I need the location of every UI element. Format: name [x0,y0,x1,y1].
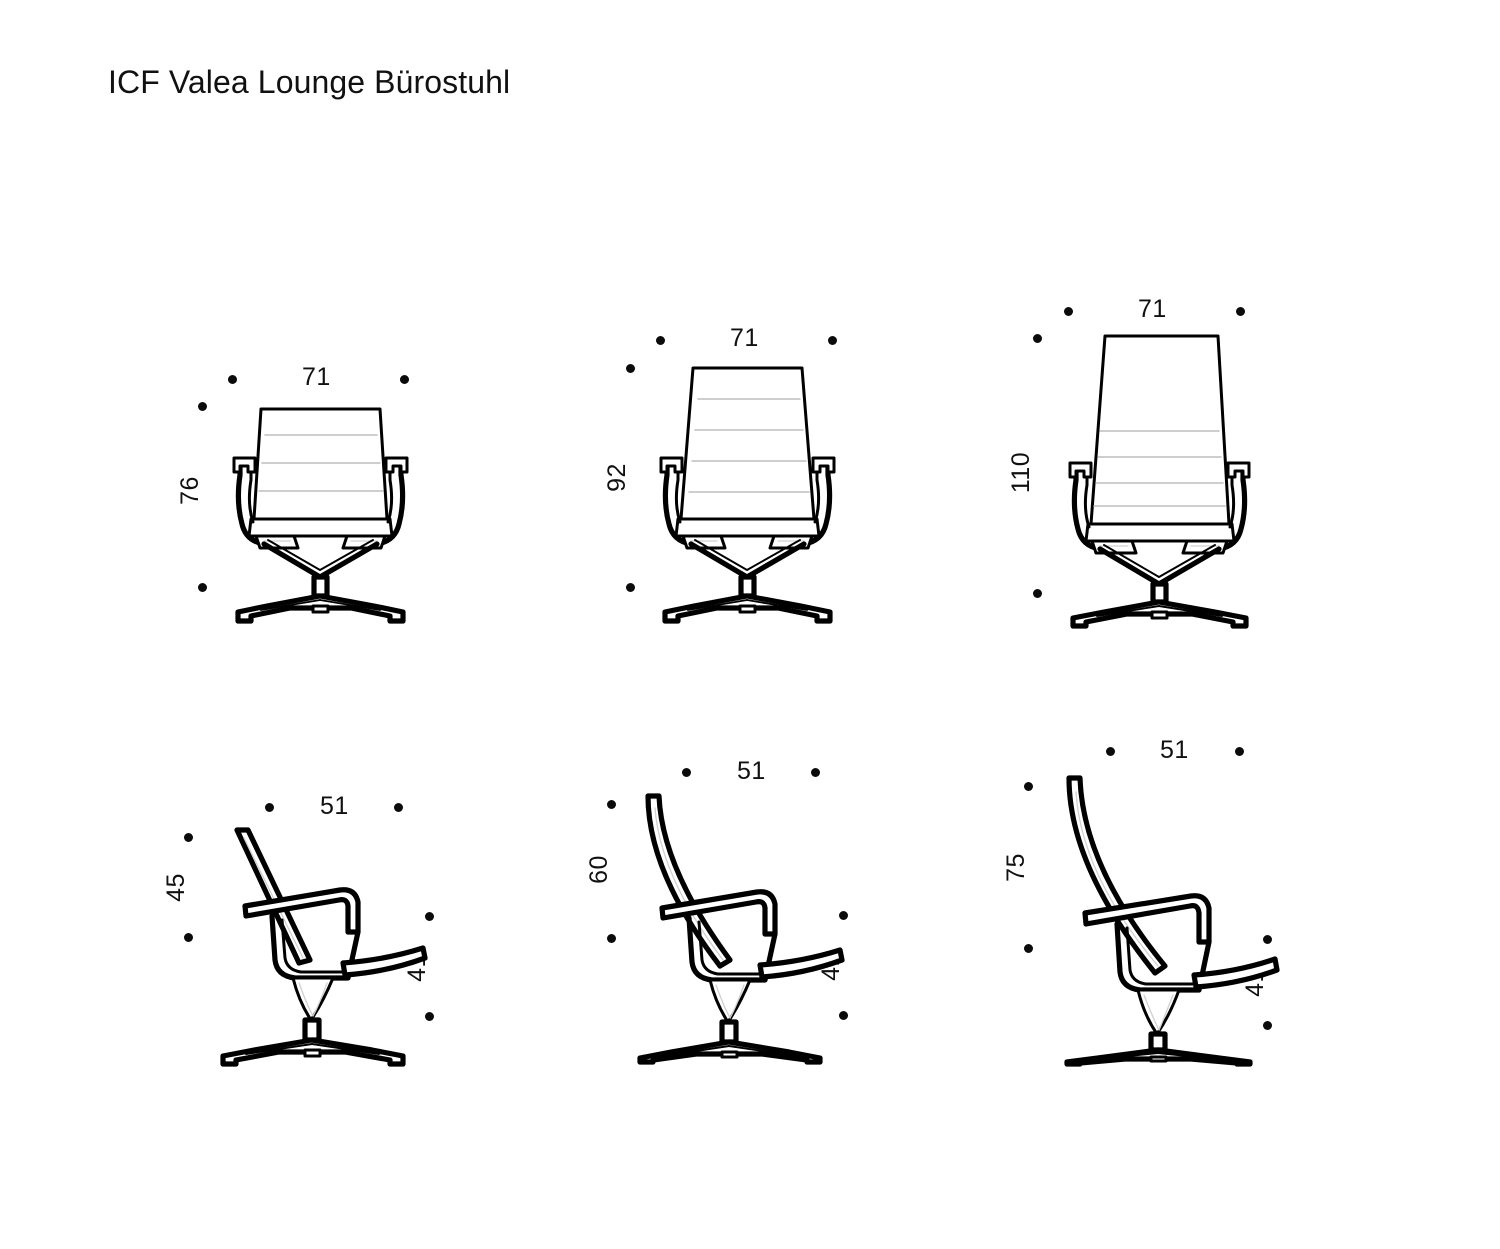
base-hub [720,1050,739,1059]
armrest-top-bar [1082,893,1212,945]
armrest-front-extension [1191,956,1280,990]
figure-side-view-mid-back: 51 60 41 [584,750,885,1065]
backrest-panel [679,366,816,521]
dimension-dot-right-upper [839,911,848,920]
backrest-rib-lines [258,434,384,492]
base-column [1150,581,1169,605]
base-column [311,574,330,599]
armrest-left-cap [1068,461,1093,479]
figure-front-view-low-back: 71 76 [170,350,470,624]
backrest-panel [252,407,389,521]
dimension-dot-top-left [265,803,274,812]
dimension-dot-top-left [1064,307,1073,316]
back-height-dimension-label: 60 [584,855,613,884]
figure-side-view-high-back: 51 75 41 [995,730,1305,1067]
backrest-rib-lines [1093,430,1226,507]
base-hub [311,604,330,614]
figure-front-view-high-back: 71 110 [995,280,1305,629]
seat-bracket-right [341,534,387,550]
dimension-dot-top-left [1106,747,1115,756]
dimension-dot-left-upper [1033,334,1042,343]
dimension-dot-top-left [656,336,665,345]
chair-front-low-back-drawing [232,407,409,624]
back-height-dimension-label: 75 [1001,853,1030,882]
armrest-left [235,459,267,547]
chair-side-high-back-drawing [1064,775,1280,1067]
dimension-dot-left-upper [198,402,207,411]
base-hub [738,604,757,614]
base-column [302,1017,322,1043]
armrest-right [801,459,833,547]
chair-side-low-back-drawing [220,827,428,1067]
dimension-dot-right-lower [839,1011,848,1020]
armrest-front-extension [340,945,428,978]
dimension-dot-left-lower [607,934,616,943]
chair-side-mid-back-drawing [637,793,845,1065]
dimension-dot-left-lower [1033,589,1042,598]
base-hub [1150,610,1169,620]
armrest-right [374,459,406,547]
seat-slab [247,517,394,538]
dimension-dot-top-right [400,375,409,384]
armrest-right-cap [384,456,409,474]
armrest-right-cap [811,456,836,474]
dimension-dot-left-upper [1024,782,1033,791]
dimension-dot-top-right [394,803,403,812]
chair-front-mid-back-drawing [659,366,836,624]
dimension-dot-left-lower [626,583,635,592]
armrest-right [1216,464,1248,552]
dimension-dot-right-lower [425,1012,434,1021]
armrest-right-cap [1226,461,1251,479]
dimension-dot-left-upper [607,800,616,809]
backrest-panel [1089,334,1231,526]
depth-dimension-label: 51 [320,792,349,820]
armrest-left-cap [232,456,257,474]
dimension-dot-top-right [828,336,837,345]
dimension-dot-right-upper [1263,935,1272,944]
dimension-dot-top-right [811,768,820,777]
dimension-dot-right-upper [425,912,434,921]
back-height-dimension-label: 45 [161,873,190,902]
dimension-dot-left-upper [184,833,193,842]
armrest-front-extension [757,947,845,980]
armrest-top-bar [659,889,778,937]
base-column [738,574,757,599]
depth-dimension-label: 51 [1160,736,1189,764]
seat-bracket-right [768,534,814,550]
armrest-left [662,459,694,547]
width-dimension-label: 71 [1138,295,1167,323]
width-dimension-label: 71 [730,324,759,352]
figure-front-view-mid-back: 71 92 [585,310,885,624]
dimension-dot-top-right [1235,747,1244,756]
width-dimension-label: 71 [302,363,331,391]
dimension-dot-left-lower [1024,944,1033,953]
chair-front-high-back-drawing [1068,334,1251,629]
seat-slab [674,517,821,538]
dimension-dot-right-lower [1263,1021,1272,1030]
backrest-rib-lines [688,398,810,493]
height-dimension-label: 92 [602,463,631,492]
backrest-blade [645,793,733,969]
dimension-dot-top-left [228,375,237,384]
base-hub [303,1048,322,1058]
armrest-top-bar [242,887,361,935]
base-column [719,1019,739,1045]
dimension-dot-left-upper [626,364,635,373]
page-title: ICF Valea Lounge Bürostuhl [108,64,511,100]
height-dimension-label: 76 [175,476,204,505]
figure-side-view-low-back: 51 45 41 [162,785,475,1067]
armrest-left-cap [659,456,684,474]
dimension-dot-top-left [682,768,691,777]
backrest-blade [234,827,313,966]
height-dimension-label: 110 [1007,451,1036,494]
depth-dimension-label: 51 [737,757,766,785]
backrest-blade [1066,775,1168,976]
dimension-dot-left-lower [184,933,193,942]
seat-slab [1084,522,1236,543]
armrest-left [1071,464,1103,552]
base-hub [1149,1055,1168,1063]
dimension-dot-left-lower [198,583,207,592]
dimension-dot-top-right [1236,307,1245,316]
